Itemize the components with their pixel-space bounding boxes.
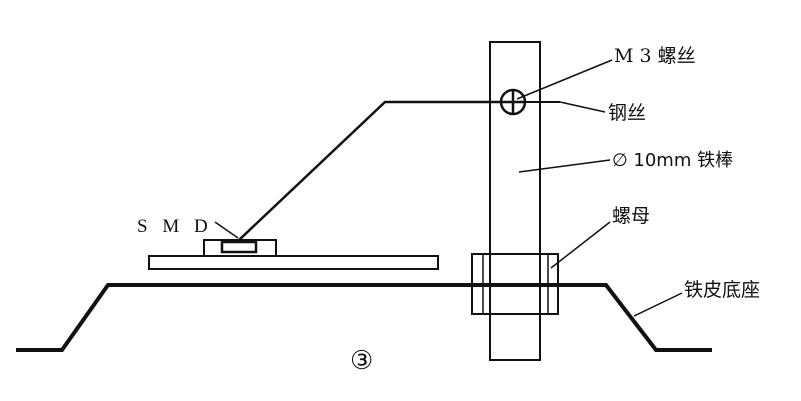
leader-iron-rod: [518, 159, 611, 173]
label-iron-base: 铁皮底座: [684, 279, 760, 301]
label-iron-rod: ∅ 10mm 铁棒: [612, 150, 733, 171]
leader-nut: [550, 221, 611, 269]
iron-base-outline: [16, 283, 712, 352]
nut: [471, 253, 559, 315]
leader-smd: [214, 221, 239, 239]
label-steel-wire: 钢丝: [608, 102, 646, 124]
leader-steel-wire: [559, 101, 606, 113]
label-nut: 螺母: [612, 205, 650, 227]
leader-iron-base: [633, 292, 683, 317]
figure-number: ③: [350, 346, 373, 376]
m3-screw-head: [499, 88, 527, 116]
label-smd: S M D: [137, 216, 213, 237]
smd-component: [203, 239, 277, 257]
pcb-board: [148, 255, 439, 270]
steel-wire: [238, 100, 501, 241]
label-m3-screw: M 3 螺丝: [614, 45, 696, 67]
leader-m3-screw: [516, 59, 613, 100]
